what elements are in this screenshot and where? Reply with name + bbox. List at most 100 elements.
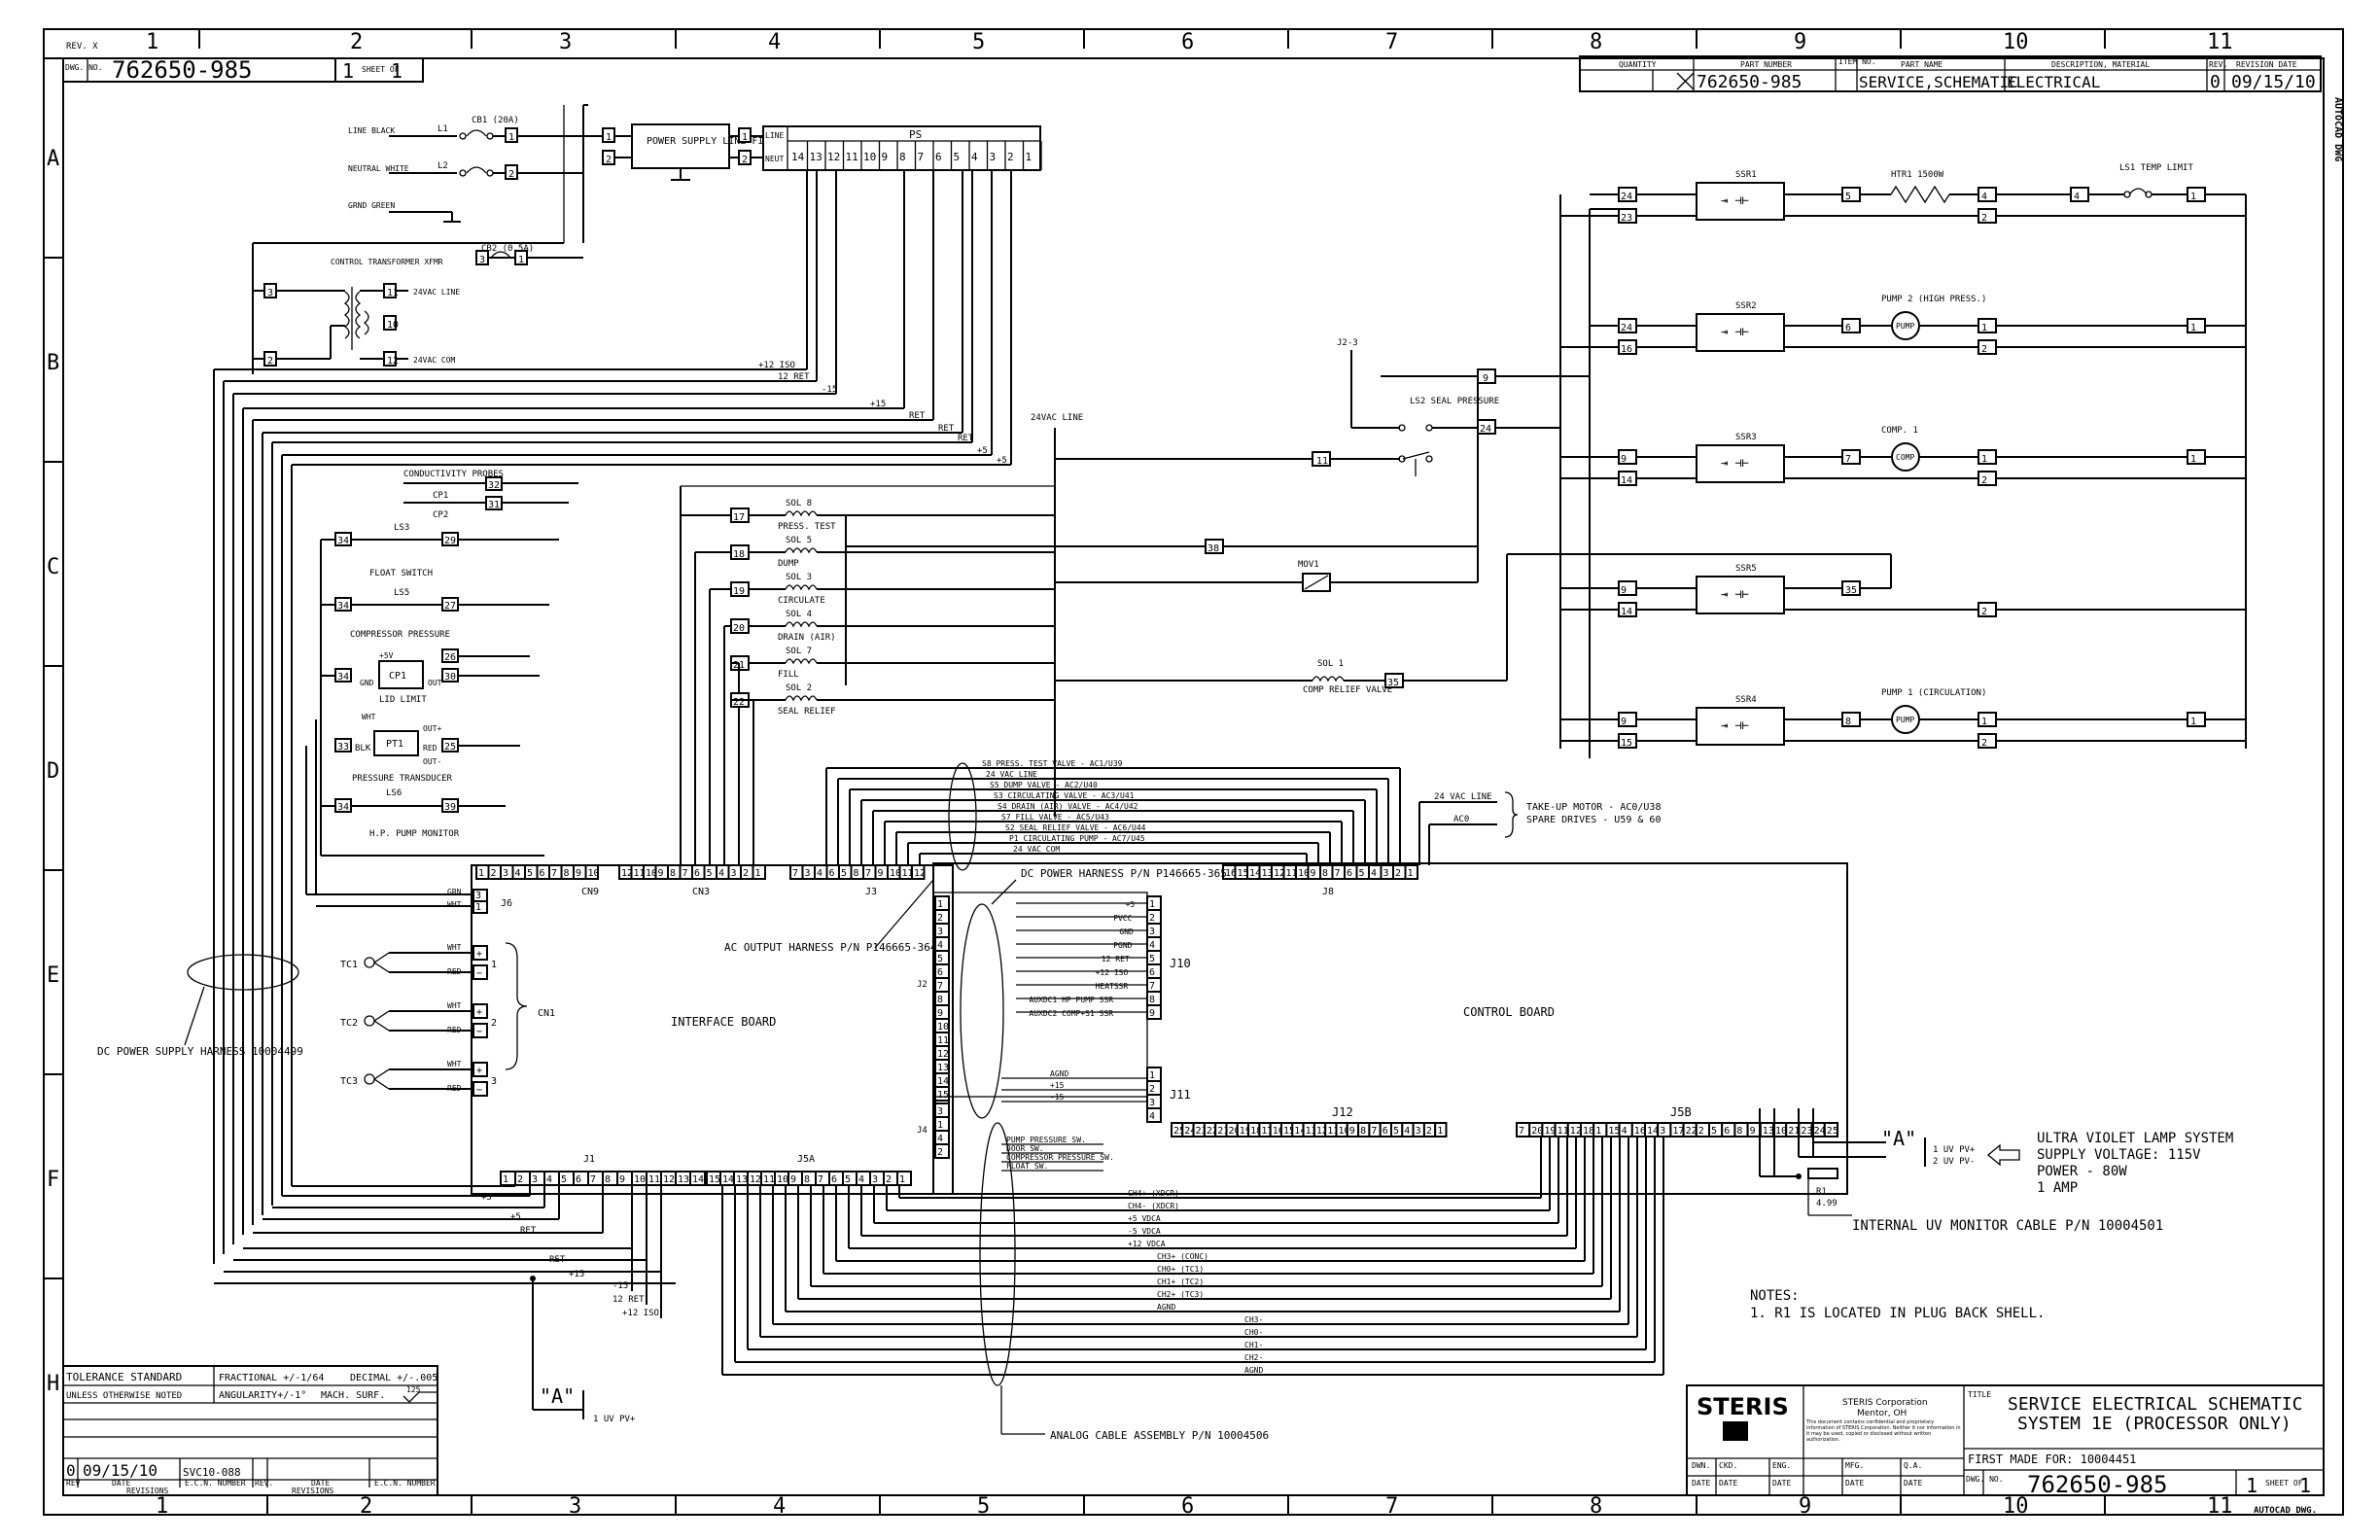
ssr-symbol: ⇥ ⊣⊢ [1721,718,1749,732]
svg-text:DATE: DATE [1719,1479,1737,1488]
pin-number: 12 [1274,868,1285,879]
pin-number: 7 [865,868,871,879]
pin-number: 9 [1149,1008,1155,1019]
pin-number: 6 [829,868,835,879]
svg-text:DECIMAL +/-.005: DECIMAL +/-.005 [350,1373,438,1383]
svg-text:1: 1 [518,255,524,265]
analog-signal: CH1+ (TC2) [1157,1278,1204,1286]
svg-text:J5A: J5A [797,1154,815,1165]
pin-number: 7 [818,1174,823,1185]
motor-label: PUMP 2 (HIGH PRESS.) [1881,295,1986,304]
row-label: H [47,1372,59,1396]
j3-pin [911,864,926,880]
col-label: 11 [2207,30,2233,54]
part-name: SERVICE,SCHEMATIC [1859,73,2018,91]
svg-text:FIRST MADE FOR: 10004451: FIRST MADE FOR: 10004451 [1968,1452,2136,1466]
valve-bus-label: S7 FILL VALVE - AC5/U43 [1001,813,1109,822]
item-header: ITEM NO. [1838,57,1876,66]
analog-signal: CH0- [1244,1328,1263,1337]
j10-signal: GND [1119,928,1134,936]
motor-label: COMP. 1 [1881,426,1918,436]
svg-text:"A": "A" [540,1384,575,1408]
svg-text:+5: +5 [510,1212,521,1222]
svg-text:26: 26 [444,652,456,663]
sol-pin-number: 22 [733,697,745,708]
solenoid-name: SOL 5 [786,536,812,545]
pin-number: 12 [663,1174,675,1185]
svg-text:J5B: J5B [1670,1105,1692,1119]
svg-text:J3: J3 [865,887,877,897]
pin-number: 6 [1382,1126,1388,1137]
svg-text:RET: RET [958,434,974,443]
l1-label: L1 [438,124,448,134]
j10-signal: PGND [1113,941,1132,950]
ssr-relay [1696,444,1785,483]
callouts: DC POWER HARNESS P/N P146665-365 AC OUTP… [97,867,1269,1442]
analog-signal: -5 VDCA [1128,1227,1161,1236]
analog-cable-callout: ANALOG CABLE ASSEMBLY P/N 10004506 [1050,1429,1269,1442]
ps-pin: 13 [810,151,822,163]
svg-text:34: 34 [337,601,349,612]
pin-number: 3 [475,891,481,901]
power-entry: LINE BLACK NEUTRAL WHITE GRND GREEN L1 L… [348,104,1042,223]
pin-number: 9 [576,868,581,879]
solenoid-desc: DUMP [778,559,799,569]
pin-number: 22 [1686,1126,1698,1137]
pin-number: 14 [692,1174,704,1185]
pin-number: 16 [1634,1126,1646,1137]
svg-text:SVC10-088: SVC10-088 [183,1466,241,1479]
pin-number: 4 [937,940,943,951]
pin-number: 24 [1814,1126,1826,1137]
svg-text:+15: +15 [569,1270,584,1279]
pin-number: 5 [527,868,533,879]
svg-text:39: 39 [444,802,456,813]
svg-text:1 AMP: 1 AMP [2037,1180,2078,1196]
pin-number: 9 [1750,1126,1756,1137]
thermocouple-label: TC3 [340,1076,358,1087]
pin-number: 5 [1359,868,1365,879]
j11-pin [1146,1107,1162,1123]
svg-text:SHEET OF: SHEET OF [2265,1479,2303,1488]
svg-text:3: 3 [479,255,485,265]
svg-text:TAKE-UP MOTOR - AC0/U38: TAKE-UP MOTOR - AC0/U38 [1526,802,1661,813]
pin-number: 5 [1711,1126,1717,1137]
ssr-label: SSR4 [1735,695,1757,705]
pin-number: 9 [878,868,884,879]
ssr-pin: 24 [1621,192,1632,202]
svg-text:DWG. NO.: DWG. NO. [1966,1475,2004,1484]
pin-number: 14 [722,1174,734,1185]
pin-number: 7 [682,868,688,879]
pin-number: 2 [886,1174,892,1185]
svg-text:38: 38 [1208,543,1219,554]
col-label: 3 [569,1494,581,1519]
solenoid-name: SOL 7 [786,647,812,656]
pin-number: 10 [588,868,600,879]
analog-signal: +12 VDCA [1128,1240,1166,1248]
solenoid-name: SOL 4 [786,610,812,619]
svg-text:34: 34 [337,802,349,813]
svg-text:2: 2 [508,169,514,180]
solenoid-coil-icon [785,658,818,665]
svg-text:GRN: GRN [447,888,462,896]
col-label: 1 [156,1494,168,1519]
pin-number: 8 [1149,995,1155,1005]
part-number: 762650-985 [1697,72,1802,92]
j4-signal: COMPRESSOR PRESSURE SW. [1006,1153,1114,1162]
pin-number: 9 [790,1174,796,1185]
j5a-pin [896,1171,912,1186]
ssr-relay [1696,576,1785,614]
ps-pin: 5 [954,151,961,163]
rev-date: 09/15/10 [2231,72,2316,92]
j4-signal: FLOAT SW. [1006,1162,1048,1171]
pin-number: 18 [1583,1126,1594,1137]
svg-text:LS3: LS3 [394,523,409,533]
analog-signal: CH2+ (TC3) [1157,1290,1204,1299]
svg-text:12: 12 [387,356,399,367]
pin-number: 25 [1827,1126,1838,1137]
col-label: 5 [977,1494,990,1519]
pin-number: 15 [1238,868,1249,879]
svg-text:RET: RET [549,1255,566,1265]
pin-number: 13 [678,1174,689,1185]
svg-text:31: 31 [488,500,500,510]
